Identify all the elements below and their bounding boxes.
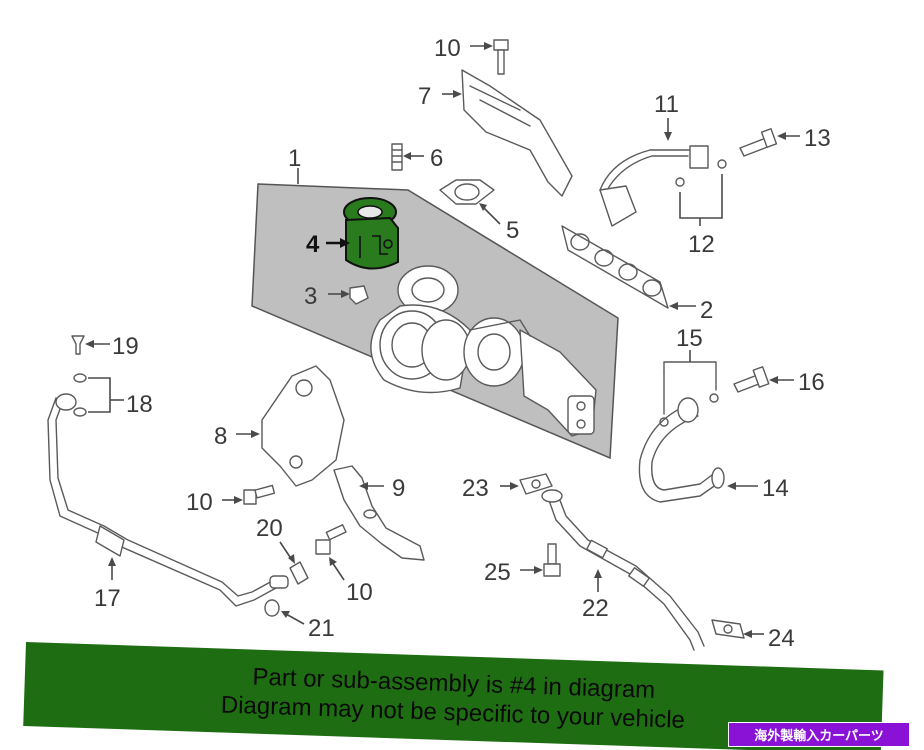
bolt-icon <box>71 335 85 355</box>
bolt-icon <box>493 39 509 75</box>
callout-10-left: 10 <box>186 489 213 516</box>
callout-7: 7 <box>418 83 431 110</box>
return-pipe-icon <box>638 403 721 503</box>
callout-17: 17 <box>94 585 121 612</box>
watermark-badge: 海外製輸入カーパーツ <box>728 722 910 747</box>
washer-icon <box>264 599 280 617</box>
callout-6: 6 <box>430 145 443 172</box>
callout-3-arrowhead <box>341 290 350 298</box>
callout-22: 22 <box>582 595 609 622</box>
sensor-icon <box>349 285 369 305</box>
oil-pipe-icon <box>599 149 701 191</box>
callout-19: 19 <box>112 333 139 360</box>
turbocharger-icon <box>370 265 597 437</box>
callout-11: 11 <box>654 91 679 118</box>
bolt-icon <box>315 524 347 555</box>
callout-5: 5 <box>506 217 519 244</box>
heat-shield-icon <box>461 69 573 197</box>
callout-10-bottom: 10 <box>346 579 373 606</box>
fitting-icon <box>289 561 309 585</box>
callout-16: 16 <box>798 369 825 396</box>
callout-4: 4 <box>306 231 320 258</box>
callout-9: 9 <box>392 475 405 502</box>
callout-8: 8 <box>214 423 227 450</box>
bracket-icon <box>333 465 425 561</box>
callout-4-arrowhead <box>340 238 350 248</box>
feed-pipe-icon <box>47 397 277 607</box>
actuator-icon <box>343 197 399 270</box>
drain-pipe-icon <box>545 491 695 651</box>
heat-shield-icon <box>261 365 345 487</box>
callout-2: 2 <box>700 297 713 324</box>
stud-icon <box>543 543 561 577</box>
callout-21: 21 <box>308 615 335 642</box>
bolt-icon <box>243 484 276 505</box>
callout-1: 1 <box>288 145 301 172</box>
callout-15: 15 <box>676 325 703 352</box>
callout-13: 13 <box>804 125 831 152</box>
callout-23: 23 <box>462 475 489 502</box>
gasket-icon <box>439 179 495 205</box>
stud-icon <box>391 143 403 171</box>
callout-3: 3 <box>304 283 317 310</box>
callout-14: 14 <box>762 475 789 502</box>
callout-18: 18 <box>126 391 153 418</box>
callout-10-top: 10 <box>434 35 461 62</box>
gasket-icon <box>711 619 745 639</box>
callout-25: 25 <box>484 559 511 586</box>
gasket-icon <box>519 473 553 495</box>
callout-12: 12 <box>688 231 715 258</box>
callout-24: 24 <box>768 625 795 652</box>
callout-20: 20 <box>256 515 283 542</box>
